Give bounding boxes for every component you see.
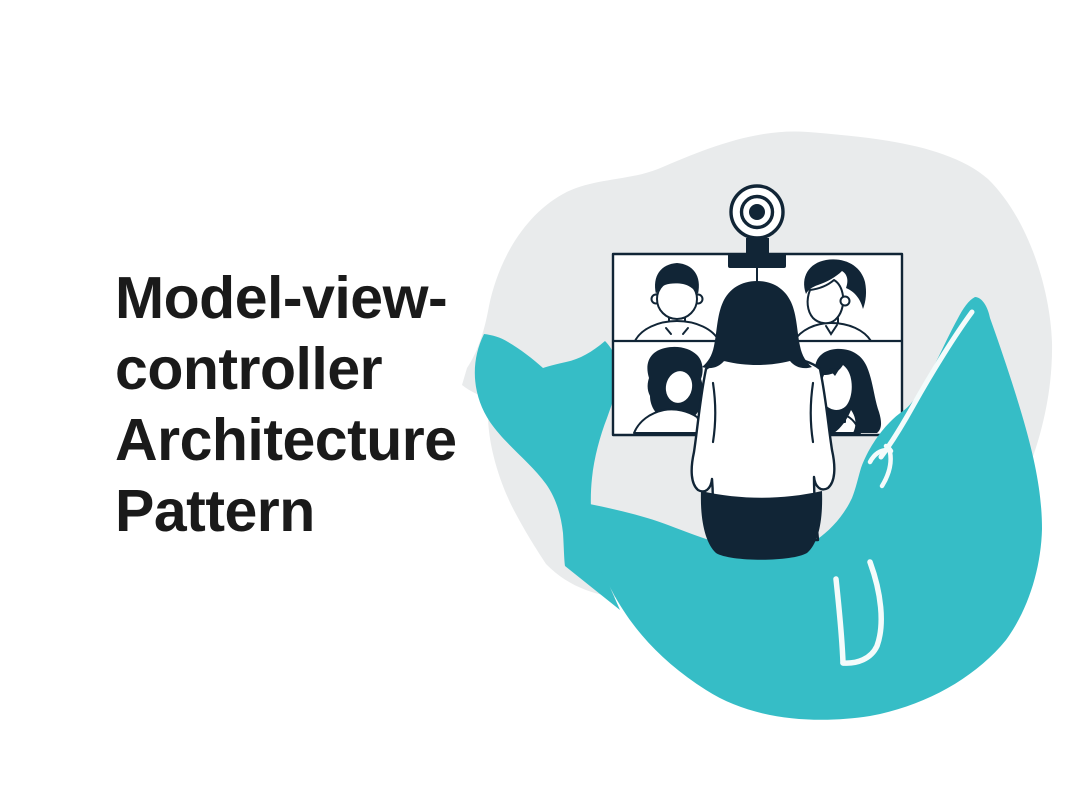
page-title: Model-view- controller Architecture Patt… [115,263,535,547]
whale-accent-lines [833,309,975,666]
title-line: Model-view- [115,265,448,331]
whale-body [570,297,1042,720]
participant-avatar-bottom-left [633,346,704,434]
whale-tail [474,334,620,610]
participant-avatar-bottom-right [805,348,882,434]
title-line: Pattern [115,478,315,544]
title-line: Architecture [115,407,457,473]
woman-skirt [700,491,823,560]
participant-avatar-top-right [793,259,872,342]
woman-figure [690,281,836,560]
woman-hair [702,281,812,369]
title-line: controller [115,336,383,402]
participant-avatar-top-left [634,263,720,342]
webcam-icon [728,184,786,283]
